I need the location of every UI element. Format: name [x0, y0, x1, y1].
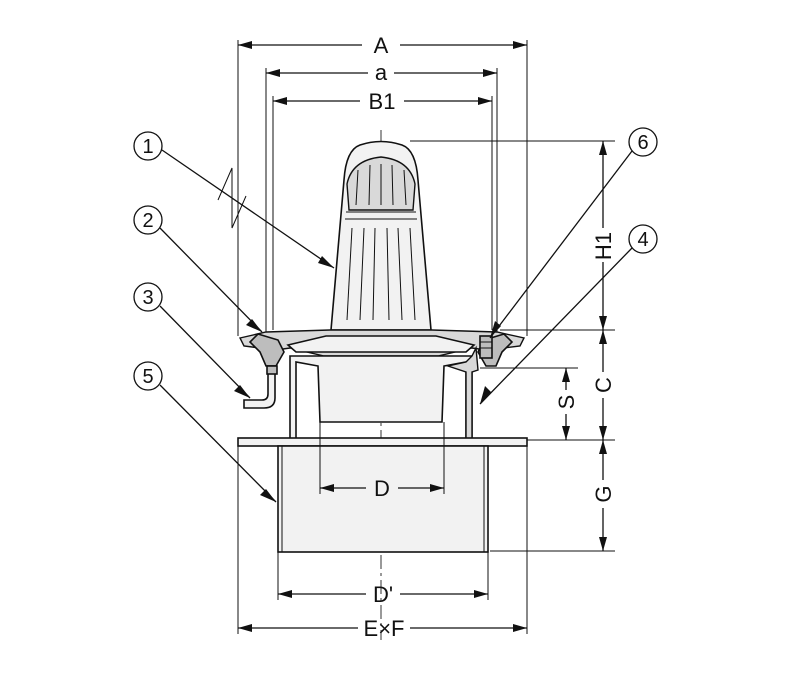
pipe-sleeve — [277, 445, 489, 553]
dim-label-H1: H1 — [591, 232, 616, 260]
callout-3-label: 3 — [142, 287, 153, 309]
dim-label-B1: B1 — [369, 89, 396, 114]
drain-body — [289, 345, 479, 441]
dome-strainer — [330, 140, 432, 331]
dim-label-C: C — [591, 377, 616, 393]
hook-bracket — [243, 365, 278, 409]
callout-2: 2 — [133, 205, 263, 333]
callout-1-label: 1 — [142, 136, 153, 158]
dimension-ExF: E×F — [237, 446, 528, 641]
dimension-B1: B1 — [272, 89, 493, 330]
dim-label-ExF: E×F — [364, 616, 405, 641]
dimension-H1: H1 — [591, 141, 616, 330]
callout-1: 1 — [133, 131, 335, 269]
dim-label-S: S — [554, 395, 579, 410]
bolt — [479, 335, 493, 359]
dimension-S: S — [554, 368, 579, 440]
callout-5-label: 5 — [142, 366, 153, 388]
callout-3: 3 — [133, 282, 251, 399]
callout-6: 6 — [489, 127, 658, 339]
extension-lines-right — [410, 140, 615, 552]
callout-4-label: 4 — [637, 229, 648, 251]
dim-label-G: G — [591, 485, 616, 502]
dimension-a: a — [265, 60, 498, 332]
callout-6-label: 6 — [637, 132, 648, 154]
callout-5: 5 — [133, 361, 277, 503]
dimension-D: D — [319, 422, 445, 501]
callout-4: 4 — [479, 224, 658, 405]
dim-label-A: A — [374, 33, 389, 58]
dim-label-D-prime: D' — [373, 582, 393, 607]
dimension-D-prime: D' — [277, 552, 489, 607]
break-mark — [217, 167, 247, 229]
dim-label-a: a — [375, 60, 388, 85]
dim-label-D: D — [374, 476, 390, 501]
base-plate — [237, 437, 528, 447]
dimension-A: A — [237, 33, 528, 336]
callout-2-label: 2 — [142, 210, 153, 232]
dimension-C: C — [591, 330, 616, 440]
dimension-G: G — [591, 440, 616, 551]
